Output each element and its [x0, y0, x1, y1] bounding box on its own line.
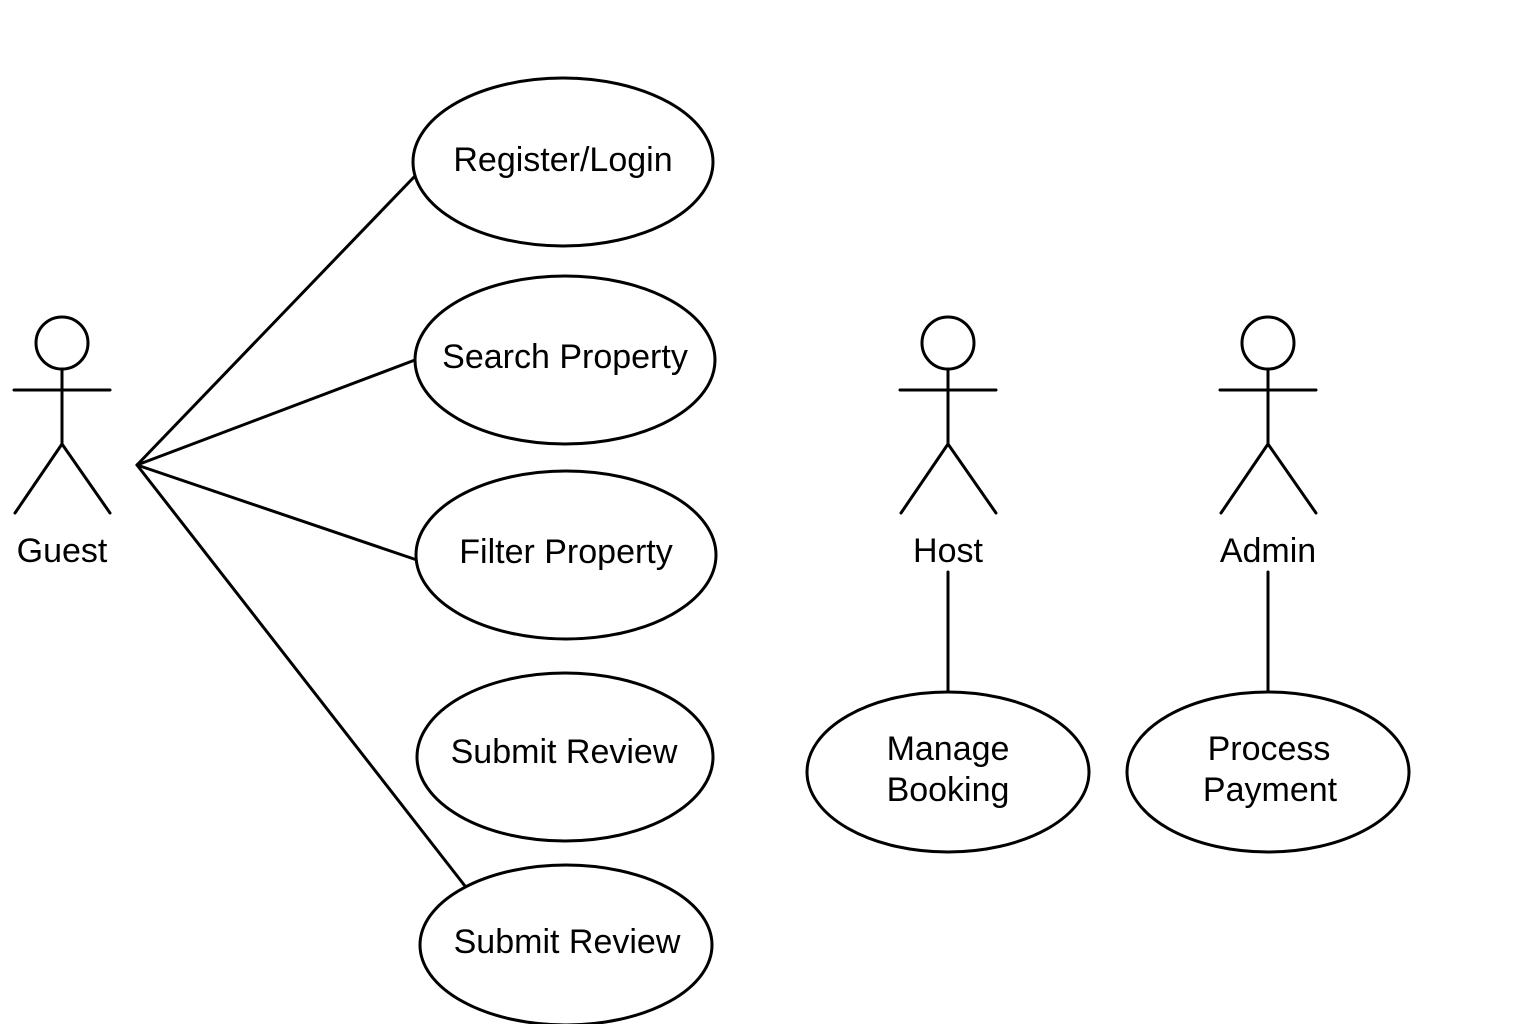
association-guest-submit-review [135, 463, 467, 888]
use-case-ellipse [411, 76, 715, 248]
use-case-ellipse [1125, 690, 1411, 854]
associations [135, 174, 1270, 888]
use-case-ellipse [805, 690, 1091, 854]
use-case-label-line-1: Process [1208, 730, 1331, 768]
actor-left-leg [899, 442, 950, 515]
use-case-label: Filter Property [459, 533, 673, 571]
use-case-manage-booking[interactable]: Manage Booking [805, 690, 1091, 854]
use-case-submit-review-2[interactable]: Submit Review [418, 863, 714, 1024]
actor-right-leg [60, 442, 112, 515]
use-case-label-line-1: Manage [887, 730, 1010, 768]
use-case-process-payment[interactable]: Process Payment [1125, 690, 1411, 854]
actor-head [920, 315, 976, 371]
actor-admin[interactable]: Admin [1218, 315, 1318, 570]
use-case-ellipse [414, 469, 718, 641]
actor-right-leg [1266, 442, 1318, 515]
actor-left-leg [13, 442, 64, 515]
use-case-label-line-2: Booking [887, 771, 1010, 809]
use-case-ellipse [413, 274, 717, 446]
actor-head [34, 315, 90, 371]
actor-label: Host [913, 532, 983, 570]
actor-right-leg [946, 442, 998, 515]
association-guest-register-login [135, 174, 417, 467]
use-case-search-property[interactable]: Search Property [413, 274, 717, 446]
use-case-register-login[interactable]: Register/Login [411, 76, 715, 248]
use-case-label-line-2: Payment [1203, 771, 1338, 809]
use-case-label: Submit Review [451, 733, 678, 771]
actor-head [1240, 315, 1296, 371]
actor-guest[interactable]: Guest [12, 315, 112, 570]
actor-left-leg [1219, 442, 1270, 515]
actor-host[interactable]: Host [898, 315, 998, 570]
use-case-ellipse [415, 671, 715, 843]
use-case-label: Search Property [442, 338, 688, 376]
use-case-label: Register/Login [453, 141, 672, 179]
actor-label: Admin [1220, 532, 1316, 570]
use-case-label: Submit Review [454, 923, 681, 961]
use-case-filter-property[interactable]: Filter Property [414, 469, 718, 641]
use-case-submit-review[interactable]: Submit Review [415, 671, 715, 843]
use-case-ellipse [418, 863, 714, 1024]
actor-label: Guest [17, 532, 108, 570]
association-guest-filter-property [135, 463, 419, 562]
association-guest-search-property [135, 358, 417, 467]
